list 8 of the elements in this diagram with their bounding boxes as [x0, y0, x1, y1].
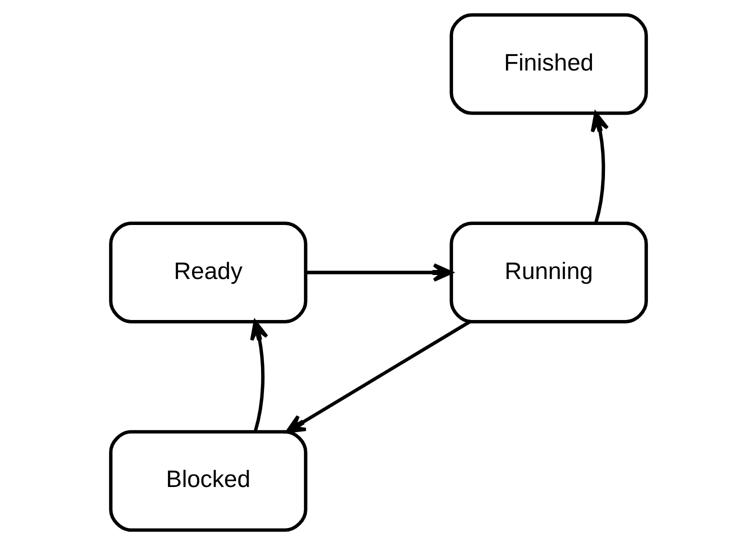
arrow — [306, 263, 452, 282]
arrow — [250, 320, 268, 432]
node-box: Running — [449, 222, 648, 324]
arrow — [285, 320, 470, 434]
node-box: Ready — [108, 222, 307, 324]
node-box: Blocked — [108, 430, 307, 532]
arrow — [590, 112, 608, 224]
node-box: Finished — [449, 13, 648, 115]
